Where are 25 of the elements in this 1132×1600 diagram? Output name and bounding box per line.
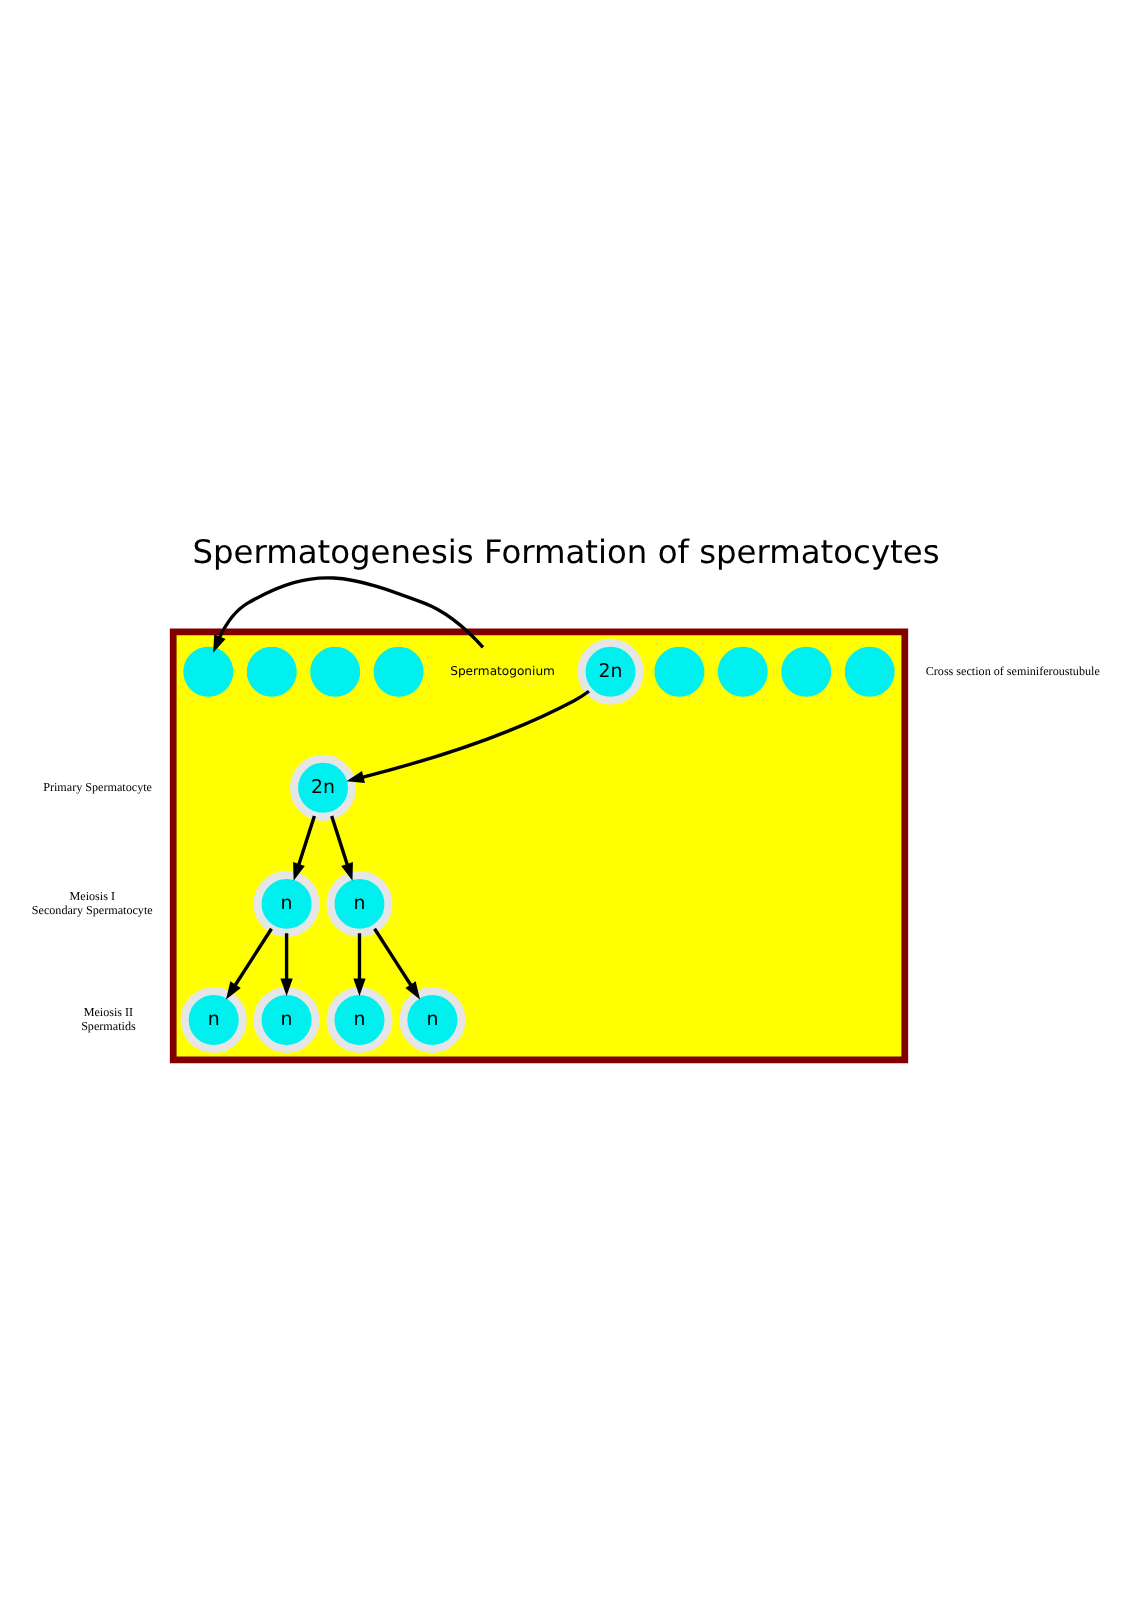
node-circle [654,645,705,696]
arrow [346,688,590,782]
node-circle: n [253,869,320,936]
node-circle: n [180,985,247,1053]
node-circle: n [399,985,466,1053]
arrow [226,926,273,999]
arrow [330,814,353,880]
node-circle: n [326,985,393,1053]
node-circle [310,645,361,696]
node-circle [246,645,297,696]
arrow [280,932,293,996]
arrow [353,932,366,996]
node-circle: n [326,869,393,936]
node-circle [844,645,895,696]
node-circle [717,645,768,696]
node-circle: 2n [577,637,644,704]
arrow [373,926,421,999]
node-circle [373,645,424,696]
node-circle [183,645,234,696]
node-circle [781,645,832,696]
arrow [293,814,316,880]
diagram-title: Spermatogenesis Formation of spermatocytes [192,531,940,570]
node-circle: 2n [289,753,357,820]
cluster [169,627,909,1063]
node-circle: n [253,985,320,1053]
